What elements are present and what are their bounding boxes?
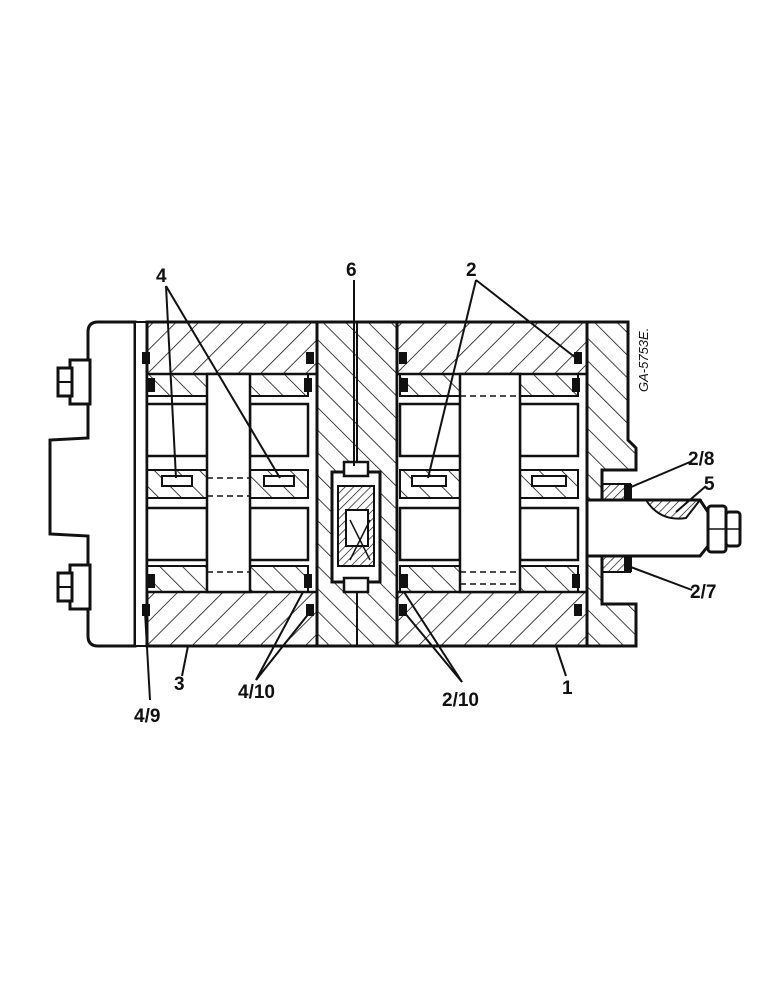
shaft-seal-lower <box>601 555 632 573</box>
drive-shaft <box>585 498 710 558</box>
drawing-code: GA-5753E. <box>636 328 651 392</box>
callout-3: 3 <box>174 674 185 695</box>
callout-4-9: 4/9 <box>134 706 160 727</box>
shaft-nut-icon <box>706 504 742 554</box>
callout-2-7: 2/7 <box>690 582 716 603</box>
callout-2-8: 2/8 <box>688 449 714 470</box>
callout-1: 1 <box>562 678 573 699</box>
lower-bolt-icon <box>56 563 92 611</box>
right-end-cover <box>585 320 638 648</box>
callout-4: 4 <box>156 266 167 287</box>
shaft-seal-upper <box>601 483 632 501</box>
callout-5: 5 <box>704 474 715 495</box>
leader-lines <box>144 279 707 701</box>
left-cover <box>48 320 148 648</box>
callout-2-10: 2/10 <box>442 690 479 711</box>
callout-2: 2 <box>466 260 477 281</box>
left-pump-housing <box>142 320 319 648</box>
coupling-icon <box>330 460 382 594</box>
upper-bolt-icon <box>56 358 92 406</box>
callout-4-10: 4/10 <box>238 682 275 703</box>
callout-6: 6 <box>346 260 357 281</box>
right-pump-housing <box>395 320 589 648</box>
